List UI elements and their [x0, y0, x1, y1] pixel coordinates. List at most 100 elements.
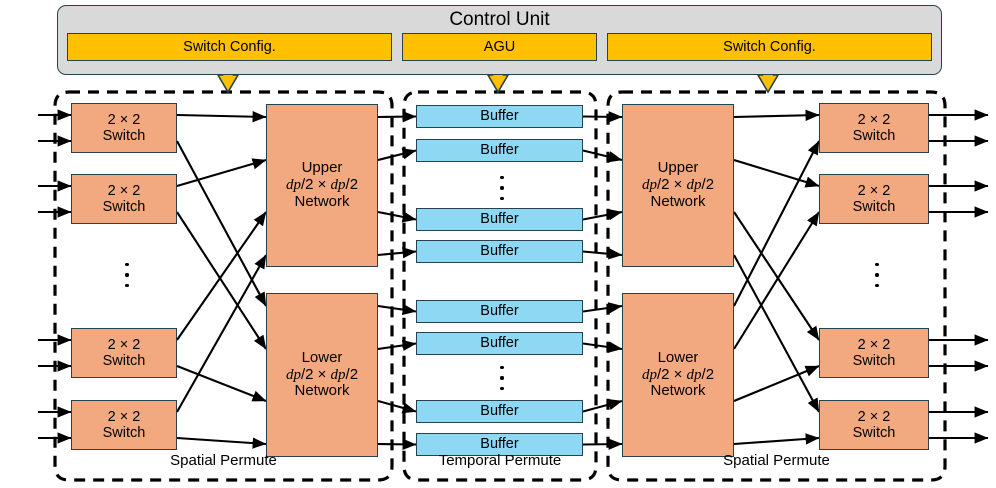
- dim-sep-1: /2 ×: [656, 176, 687, 194]
- switch-name-label: Switch: [852, 425, 896, 441]
- link-sw3-lower: [176, 365, 267, 402]
- switch-name-label: Switch: [102, 199, 146, 215]
- switch-size-label: 2 × 2: [107, 336, 141, 353]
- dp-symbol: dp: [285, 366, 301, 383]
- dim-sep-2: /2: [701, 365, 715, 383]
- ellipsis-left-switches: [124, 263, 130, 287]
- switch-size-label: 2 × 2: [857, 408, 891, 425]
- switch-size-label: 2 × 2: [107, 111, 141, 128]
- link-sw1-upper: [176, 111, 267, 123]
- network-position-label: Upper: [301, 159, 343, 177]
- buffer-3-to-net-upper: [582, 208, 623, 221]
- buffer-2-to-net-upper: [582, 149, 623, 163]
- buffer-8-to-net-lower: [582, 438, 623, 450]
- buffer-6-to-net-lower: [582, 341, 623, 353]
- buffer-1: Buffer: [416, 105, 583, 128]
- rnet-lower-to-rsw4-b: [733, 433, 820, 446]
- switch-size-label: 2 × 2: [857, 111, 891, 128]
- buffer-5: Buffer: [416, 300, 583, 323]
- buffer-8: Buffer: [416, 433, 583, 456]
- net-lower-to-buffer-7: [377, 399, 417, 414]
- network-position-label: Lower: [657, 348, 699, 366]
- dim-sep-2: /2: [345, 176, 359, 194]
- switch-name-label: Switch: [852, 353, 896, 369]
- buffer-4-to-net-upper: [582, 248, 623, 260]
- buffer-2: Buffer: [416, 139, 583, 162]
- temporal-permute-border: [402, 90, 598, 482]
- agu[interactable]: AGU: [402, 33, 597, 61]
- rnet-upper-to-rsw1-a: [733, 109, 820, 121]
- rnet-lower-to-rsw1-b: [733, 140, 820, 307]
- spatial-permute-left-label: Spatial Permute: [170, 452, 277, 469]
- dim-sep-1: /2 ×: [300, 176, 331, 194]
- network-label: Network: [650, 192, 706, 210]
- switch-size-label: 2 × 2: [857, 182, 891, 199]
- switch-name-label: Switch: [102, 425, 146, 441]
- network-dimension-label: dp/2 × dp/2: [641, 176, 715, 194]
- network-dimension-label: dp/2 × dp/2: [641, 365, 715, 384]
- dim-sep-1: /2 ×: [300, 365, 331, 383]
- dp-symbol: dp: [641, 366, 657, 383]
- net-upper-to-buffer-4: [377, 247, 417, 259]
- switch-name-label: Switch: [852, 128, 896, 144]
- switch-size-label: 2 × 2: [857, 336, 891, 353]
- link-sw4-upper: [176, 254, 267, 413]
- switch-size-label: 2 × 2: [107, 408, 141, 425]
- buffer-label: Buffer: [480, 403, 519, 420]
- network-label: Network: [294, 382, 350, 400]
- net-upper-to-buffer-3: [377, 210, 417, 223]
- buffer-label: Buffer: [480, 108, 519, 125]
- rnet-upper-to-rsw4-a: [733, 254, 820, 413]
- link-sw3-upper: [176, 211, 267, 341]
- dp-symbol-2: dp: [686, 177, 702, 194]
- dp-symbol: dp: [285, 177, 301, 194]
- dim-sep-1: /2 ×: [656, 365, 687, 383]
- ellipsis-right-switches: [874, 263, 880, 287]
- link-sw4-lower: [176, 436, 267, 449]
- dim-sep-2: /2: [701, 176, 715, 194]
- net-lower-to-buffer-6: [377, 339, 417, 352]
- dp-symbol-2: dp: [686, 366, 702, 383]
- network-label: Network: [650, 382, 706, 400]
- temporal-permute-label: Temporal Permute: [438, 452, 562, 469]
- rnet-lower-to-rsw3-b: [733, 365, 820, 402]
- buffer-label: Buffer: [480, 335, 519, 352]
- network-dimension-label: dp/2 × dp/2: [285, 365, 358, 384]
- buffer-1-to-net-upper: [582, 111, 623, 123]
- dp-symbol-2: dp: [330, 366, 346, 383]
- switch-config-left[interactable]: Switch Config.: [67, 33, 392, 61]
- net-lower-to-buffer-8: [377, 438, 417, 450]
- rnet-lower-to-rsw2-b: [733, 211, 820, 350]
- switch-name-label: Switch: [102, 353, 146, 369]
- ellipsis-buffer-upper: [499, 176, 505, 200]
- network-position-label: Lower: [301, 348, 343, 366]
- dp-symbol: dp: [641, 177, 657, 194]
- spatial-permute-right-label: Spatial Permute: [723, 452, 830, 469]
- rnet-upper-to-rsw3-a: [733, 211, 820, 341]
- ellipsis-buffer-lower: [499, 366, 505, 390]
- buffer-label: Buffer: [480, 142, 519, 159]
- buffer-label: Buffer: [480, 243, 519, 260]
- buffer-7: Buffer: [416, 400, 583, 423]
- net-upper-to-buffer-2: [377, 148, 417, 162]
- link-sw2-lower: [176, 211, 267, 350]
- buffer-label: Buffer: [480, 436, 519, 453]
- buffer-3: Buffer: [416, 208, 583, 231]
- buffer-7-to-net-lower: [582, 399, 623, 413]
- net-upper-to-buffer-1: [377, 111, 417, 123]
- switch-config-right[interactable]: Switch Config.: [607, 33, 932, 61]
- spatial-permute-right-border: [606, 90, 947, 482]
- buffer-5-to-net-lower: [582, 302, 623, 314]
